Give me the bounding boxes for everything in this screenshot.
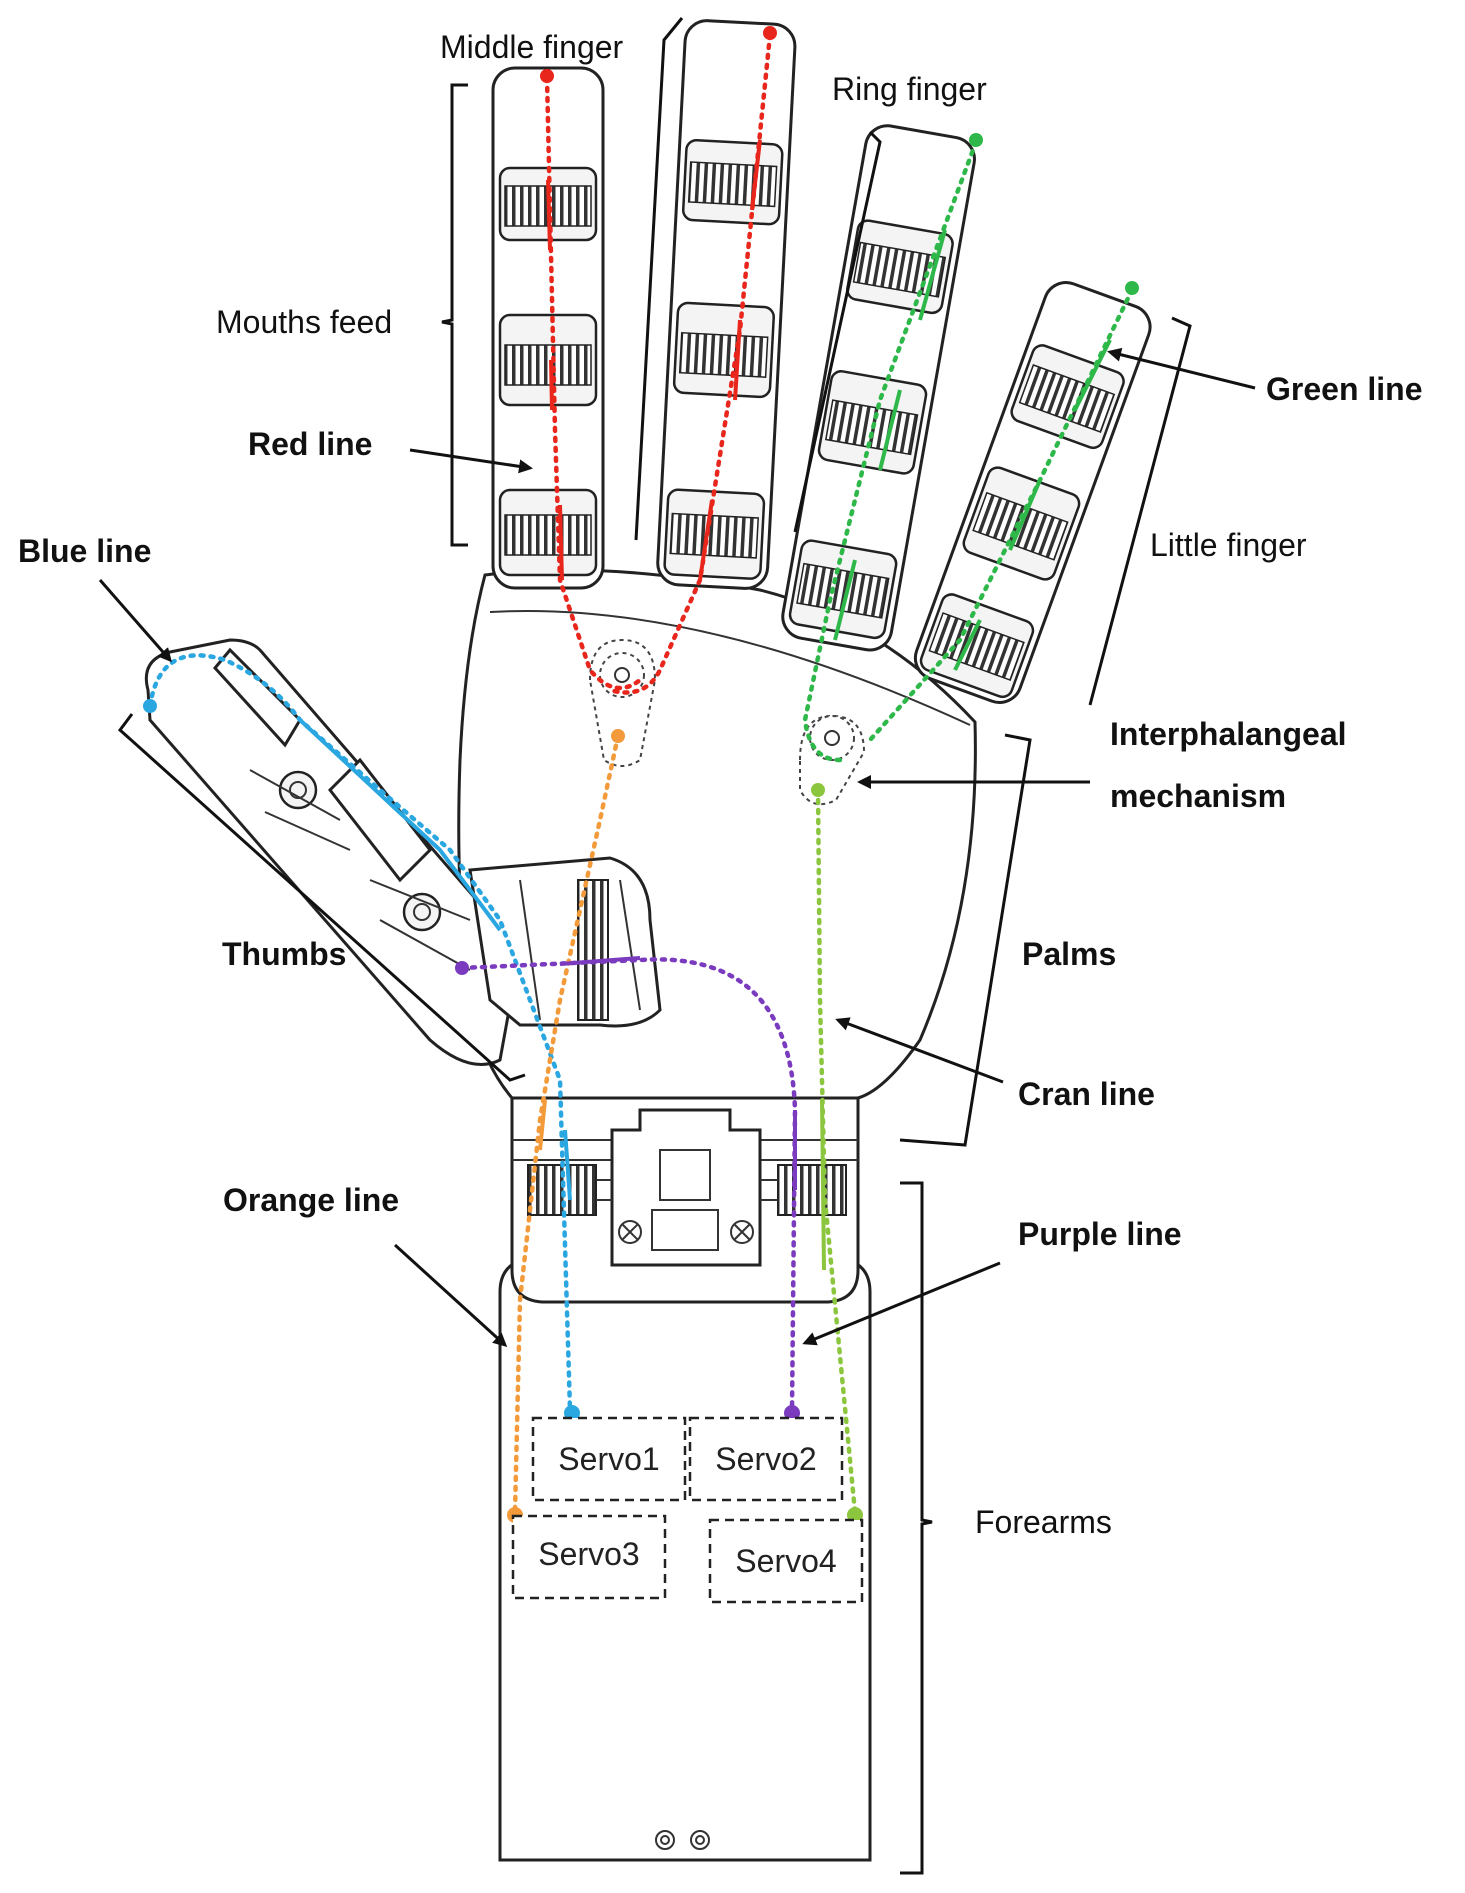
red-route-left bbox=[544, 75, 643, 691]
green-route-left bbox=[802, 139, 979, 763]
red-tendon bbox=[540, 26, 777, 695]
arrows bbox=[98, 347, 1256, 1348]
middle-finger-bracket bbox=[634, 17, 684, 541]
blue-line-arrow bbox=[98, 579, 172, 663]
label-green-line: Green line bbox=[1266, 371, 1423, 407]
purple-line-arrow bbox=[802, 1261, 1001, 1346]
finger-middle bbox=[656, 19, 797, 590]
label-cran-line: Cran line bbox=[1018, 1076, 1155, 1112]
cran-line-arrow bbox=[835, 1017, 1004, 1084]
label-ring-finger: Ring finger bbox=[832, 71, 987, 107]
servo2-label: Servo2 bbox=[715, 1441, 816, 1477]
cran-start-dot bbox=[811, 783, 825, 797]
label-forearms: Forearms bbox=[975, 1504, 1112, 1540]
green-end-dot bbox=[969, 133, 983, 147]
label-thumbs: Thumbs bbox=[222, 936, 346, 972]
orange-line-arrow bbox=[393, 1243, 508, 1348]
label-red-line: Red line bbox=[248, 426, 372, 462]
purple-route bbox=[459, 957, 798, 1413]
blue-start-dot bbox=[143, 699, 157, 713]
purple-start-dot bbox=[455, 961, 469, 975]
labels: Middle finger Ring finger Mouths feed Re… bbox=[18, 29, 1423, 1540]
label-orange-line: Orange line bbox=[223, 1182, 399, 1218]
servo4-box bbox=[708, 1518, 864, 1604]
label-little-finger: Little finger bbox=[1150, 527, 1307, 563]
servo1-label: Servo1 bbox=[558, 1441, 659, 1477]
label-blue-line: Blue line bbox=[18, 533, 151, 569]
forearm-bracket bbox=[900, 1181, 933, 1875]
orange-route bbox=[512, 733, 621, 1515]
mouths-feed-bracket bbox=[441, 83, 468, 547]
label-interphalangeal-2: mechanism bbox=[1110, 778, 1286, 814]
label-middle-finger: Middle finger bbox=[440, 29, 624, 65]
servo3-label: Servo3 bbox=[538, 1536, 639, 1572]
red-end-dot-2 bbox=[763, 26, 777, 40]
servo4-label: Servo4 bbox=[735, 1543, 836, 1579]
green-tendon bbox=[802, 133, 1139, 763]
interphalangeal-pulleys bbox=[588, 638, 866, 806]
servo2-box bbox=[688, 1416, 844, 1502]
orange-start-dot bbox=[611, 729, 625, 743]
servo3-box bbox=[511, 1514, 667, 1600]
finger-ring bbox=[781, 124, 976, 652]
brackets bbox=[117, 17, 1192, 1875]
palm-bracket bbox=[899, 733, 1032, 1147]
ring-finger-bracket bbox=[793, 130, 882, 533]
label-mouths-feed: Mouths feed bbox=[216, 304, 392, 340]
finger-index bbox=[491, 66, 605, 590]
label-interphalangeal-1: Interphalangeal bbox=[1110, 716, 1347, 752]
servo-boxes: Servo1 Servo2 Servo3 Servo4 bbox=[511, 1416, 864, 1604]
thumb-bracket bbox=[117, 713, 526, 1082]
purple-tendon bbox=[455, 956, 800, 1421]
green-end-dot-2 bbox=[1125, 281, 1139, 295]
wrist-joint bbox=[510, 1096, 860, 1304]
green-route-right bbox=[867, 287, 1135, 743]
little-finger-bracket bbox=[1088, 316, 1192, 706]
red-line-arrow bbox=[409, 448, 533, 474]
thumb bbox=[144, 638, 662, 1066]
red-route-right bbox=[607, 32, 773, 695]
red-end-dot bbox=[540, 69, 554, 83]
label-palms: Palms bbox=[1022, 936, 1116, 972]
label-purple-line: Purple line bbox=[1018, 1216, 1182, 1252]
servo1-box bbox=[531, 1416, 687, 1502]
green-line-arrow bbox=[1107, 347, 1256, 390]
